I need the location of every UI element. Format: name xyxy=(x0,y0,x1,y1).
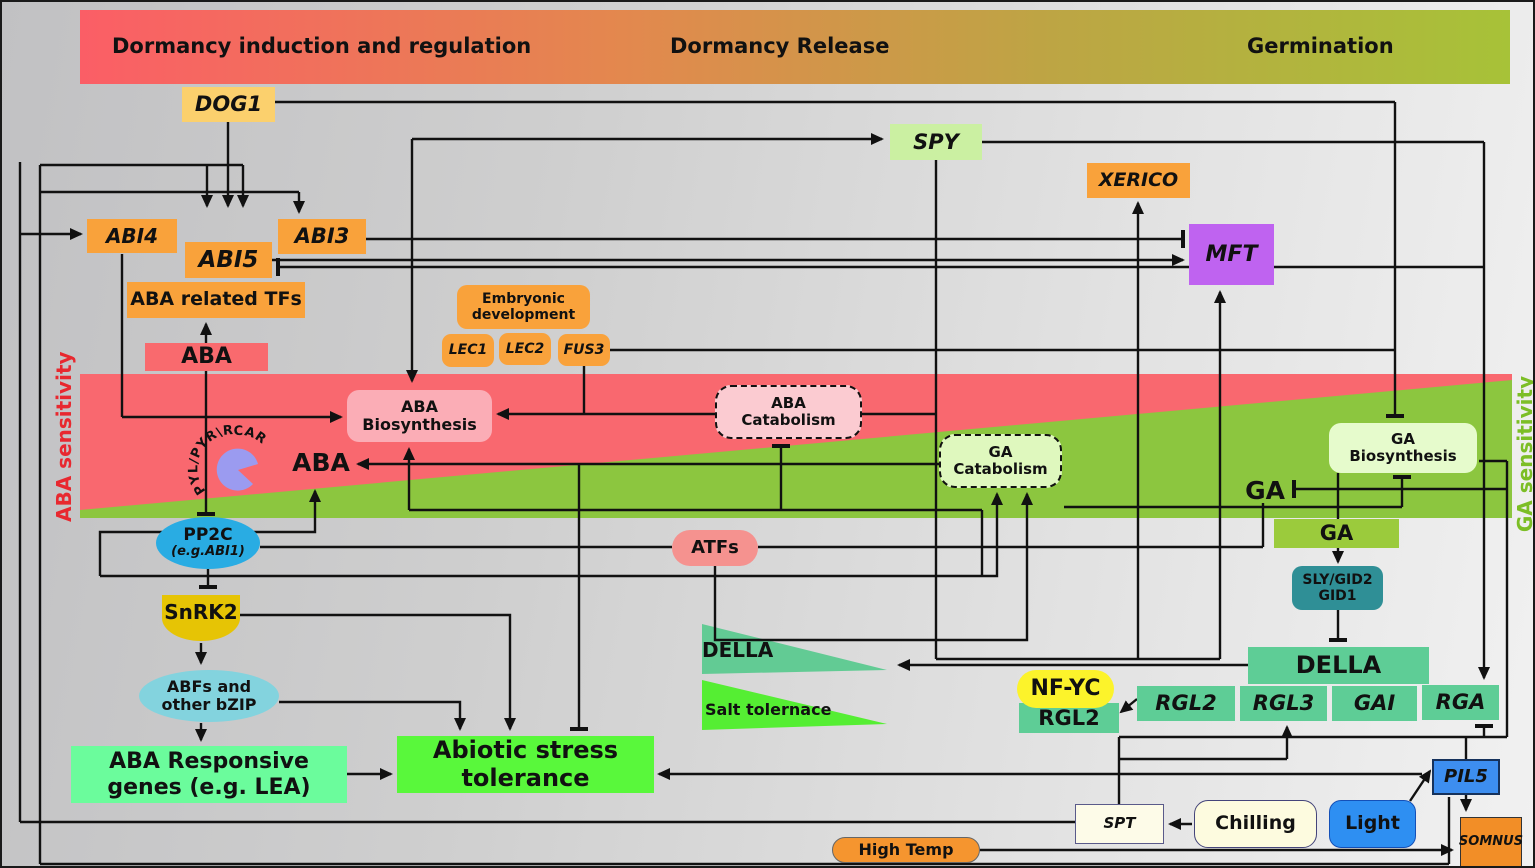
node-mft: MFT xyxy=(1189,224,1274,285)
node-abfs-bzip: ABFs and other bZIP xyxy=(139,670,279,722)
phase-germination: Germination xyxy=(1247,34,1394,58)
pacman-icon xyxy=(216,448,258,491)
della-wedge-label: DELLA xyxy=(702,637,774,662)
node-fus3: FUS3 xyxy=(558,334,610,366)
node-aba-related-tfs: ABA related TFs xyxy=(127,282,305,318)
node-rgl2-upper: RGL2 xyxy=(1137,686,1235,721)
node-aba-responsive-genes: ABA Responsive genes (e.g. LEA) xyxy=(71,746,347,803)
node-spt: SPT xyxy=(1075,804,1164,844)
node-abi4: ABI4 xyxy=(87,219,177,253)
node-ga-box: GA xyxy=(1274,519,1399,548)
node-high-temp: High Temp xyxy=(832,837,980,863)
node-atfs: ATFs xyxy=(672,530,758,566)
node-abi3: ABI3 xyxy=(278,219,366,254)
pp2c-name: PP2C xyxy=(183,524,233,545)
label-aba-free: ABA xyxy=(292,447,350,477)
node-pp2c: PP2C (e.g.ABI1) xyxy=(156,517,260,569)
node-snrk2: SnRK2 xyxy=(162,595,240,641)
node-dog1: DOG1 xyxy=(182,87,275,122)
node-aba-catabolism: ABA Catabolism xyxy=(715,385,862,439)
node-aba-biosynthesis: ABA Biosynthesis xyxy=(347,390,492,442)
pp2c-example: (e.g.ABI1) xyxy=(171,544,245,560)
node-ga-biosynthesis: GA Biosynthesis xyxy=(1329,423,1477,473)
node-somnus: SOMNUS xyxy=(1459,817,1523,866)
salt-tolerance-wedge-shape xyxy=(702,680,887,730)
node-lec1: LEC1 xyxy=(442,334,494,367)
node-ga-catabolism: GA Catabolism xyxy=(939,434,1062,488)
pyl-pyr-rcar-receptor: PYL/PYR\RCAR xyxy=(186,423,268,497)
node-rgl2-lower: RGL2 xyxy=(1019,703,1119,733)
salt-tolerance-wedge-label: Salt tolernace xyxy=(705,699,832,719)
node-rga: RGA xyxy=(1422,685,1499,720)
della-wedge-shape xyxy=(702,624,887,674)
node-abi5: ABI5 xyxy=(185,242,272,278)
node-aba-hormone: ABA xyxy=(145,343,268,371)
node-xerico: XERICO xyxy=(1087,163,1190,198)
node-pil5: PIL5 xyxy=(1432,759,1500,795)
node-gai: GAI xyxy=(1332,686,1417,721)
node-light: Light xyxy=(1329,800,1416,848)
node-embryonic-development: Embryonic development xyxy=(457,285,590,329)
ga-sensitivity-band xyxy=(80,380,1512,518)
node-chilling: Chilling xyxy=(1194,800,1317,848)
node-lec2: LEC2 xyxy=(499,333,551,365)
label-ga-free: GA xyxy=(1245,475,1285,505)
node-nf-yc: NF-YC xyxy=(1017,670,1114,708)
phase-dormancy-release: Dormancy Release xyxy=(670,34,890,58)
node-sly-gid2-gid1: SLY/GID2 GID1 xyxy=(1292,566,1383,610)
node-abiotic-stress-tolerance: Abiotic stress tolerance xyxy=(397,736,654,793)
phase-banner: Dormancy induction and regulation Dorman… xyxy=(80,10,1510,84)
node-della: DELLA xyxy=(1248,647,1429,684)
phase-dormancy-induction: Dormancy induction and regulation xyxy=(112,34,532,58)
node-spy: SPY xyxy=(890,124,982,160)
node-rgl3: RGL3 xyxy=(1240,686,1327,721)
